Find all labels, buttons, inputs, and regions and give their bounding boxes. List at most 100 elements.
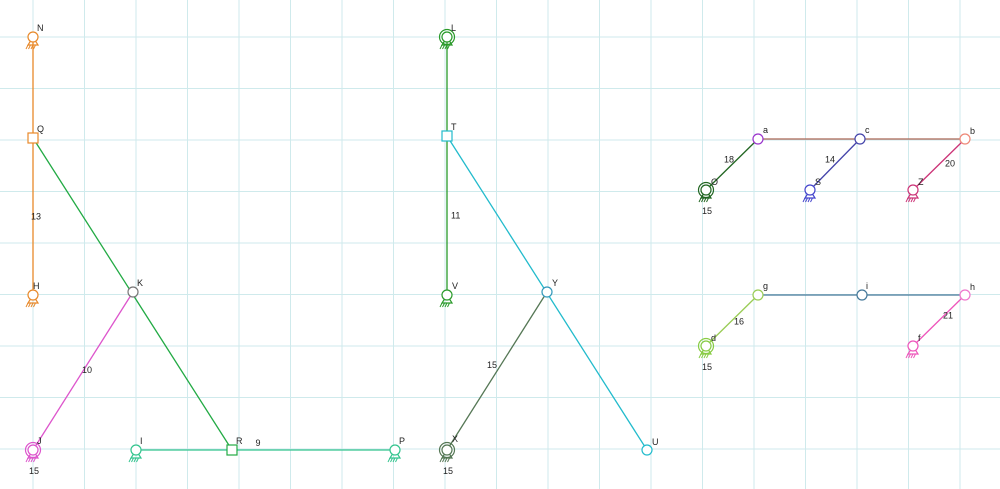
joint-circle-icon: [700, 184, 712, 196]
link-J-K: [32, 291, 134, 451]
hatch-icon: [701, 353, 704, 359]
joint-J: J: [24, 436, 42, 463]
joint-circle-icon: [27, 31, 39, 43]
crank-ring-icon: [697, 181, 715, 199]
hatch-icon: [444, 44, 448, 50]
joint-c: c: [854, 125, 870, 145]
speed-label: 15: [29, 466, 39, 476]
joint-U: U: [641, 437, 659, 456]
hatch-icon: [910, 353, 914, 359]
joint-label: R: [236, 436, 243, 446]
link-length-label: 14: [825, 155, 835, 165]
joint-circle-icon: [441, 444, 453, 456]
hatch-icon: [802, 197, 806, 203]
joint-label: Q: [37, 124, 44, 134]
hatch-icon: [701, 197, 704, 203]
joint-circle-icon: [907, 340, 919, 352]
joint-circle-icon: [907, 184, 919, 196]
joint-circle-icon: [854, 133, 866, 145]
hatch-icon: [25, 302, 29, 308]
joint-label: T: [451, 122, 457, 132]
hatch-icon: [905, 197, 909, 203]
hatch-icon: [442, 44, 445, 50]
joint-I: I: [128, 436, 143, 463]
hatch-icon: [444, 457, 448, 463]
hatch-icon: [908, 353, 911, 359]
joint-label: S: [815, 177, 821, 187]
hatch-icon: [395, 457, 398, 463]
hatch-icon: [810, 197, 813, 203]
joint-circle-icon: [752, 289, 764, 301]
joint-label: g: [763, 281, 768, 291]
joint-label: i: [866, 281, 868, 291]
hatch-icon: [913, 197, 916, 203]
link-length-label: 11: [451, 211, 460, 221]
hatch-icon: [28, 302, 31, 308]
joint-R: R: [226, 436, 243, 456]
hatch-icon: [439, 457, 443, 463]
joint-label: Z: [918, 177, 924, 187]
joint-label: H: [33, 281, 40, 291]
joint-label: N: [37, 23, 44, 33]
hatch-icon: [439, 44, 443, 50]
hatch-icon: [807, 197, 811, 203]
joint-circle-icon: [856, 289, 868, 301]
joint-Q: Q: [27, 124, 44, 144]
slider-icon: [441, 130, 453, 142]
hatch-icon: [387, 457, 391, 463]
joint-label: U: [652, 437, 659, 447]
hatch-icon: [447, 44, 450, 50]
joint-circle-icon: [27, 444, 39, 456]
hatch-icon: [33, 457, 36, 463]
joint-label: O: [711, 177, 718, 187]
hatch-icon: [698, 353, 702, 359]
joint-H: H: [25, 281, 40, 308]
hatch-icon: [30, 302, 34, 308]
joint-f: f: [905, 333, 921, 359]
joint-circle-icon: [541, 286, 553, 298]
hatch-icon: [392, 457, 396, 463]
joint-label: h: [970, 282, 975, 292]
hatch-icon: [28, 457, 31, 463]
joint-label: P: [399, 436, 405, 446]
slider-icon: [27, 132, 39, 144]
joint-label: I: [140, 436, 143, 446]
link-S-c: [809, 138, 861, 191]
link-X-Y: [446, 291, 548, 451]
link-length-label: 9: [256, 438, 261, 448]
joint-label: X: [452, 434, 458, 444]
joint-circle-icon: [641, 444, 653, 456]
hatch-icon: [706, 353, 709, 359]
joint-h: h: [959, 282, 975, 301]
crank-ring-icon: [24, 441, 42, 459]
link-O-a: [705, 138, 759, 191]
hatch-icon: [442, 302, 445, 308]
joint-label: c: [865, 125, 870, 135]
crank-ring-icon: [438, 441, 456, 459]
hatch-icon: [910, 197, 914, 203]
joint-label: K: [137, 278, 143, 288]
joint-label: J: [37, 436, 42, 446]
joint-circle-icon: [700, 340, 712, 352]
joint-Y: Y: [541, 278, 558, 298]
joint-P: P: [387, 436, 405, 463]
joint-circle-icon: [441, 289, 453, 301]
hatch-icon: [136, 457, 139, 463]
joint-circle-icon: [441, 31, 453, 43]
link-length-label: 10: [82, 365, 92, 375]
joint-label: f: [918, 333, 921, 343]
hatch-icon: [128, 457, 132, 463]
hatch-icon: [133, 457, 137, 463]
hatch-icon: [30, 457, 34, 463]
joint-g: g: [752, 281, 768, 301]
joint-circle-icon: [127, 286, 139, 298]
hatch-icon: [442, 457, 445, 463]
hatch-icon: [703, 197, 707, 203]
hatch-icon: [706, 197, 709, 203]
joint-circle-icon: [752, 133, 764, 145]
joint-d: d: [697, 333, 716, 359]
hatch-icon: [30, 44, 34, 50]
hatch-icon: [905, 353, 909, 359]
